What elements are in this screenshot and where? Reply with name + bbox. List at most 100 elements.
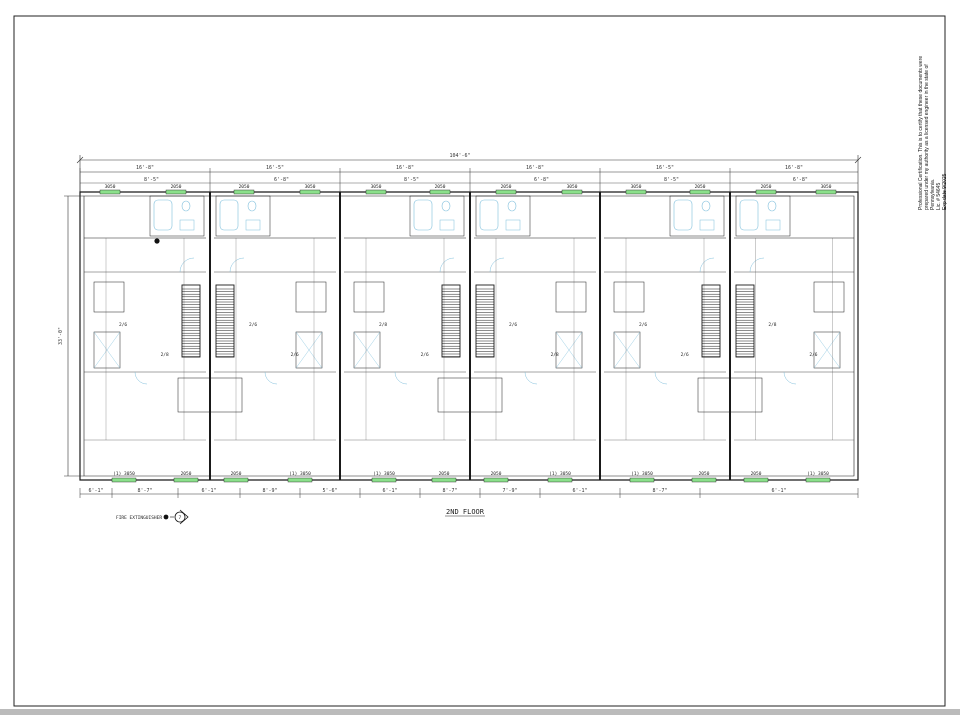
door-swing	[439, 257, 455, 273]
window-tag: 3050	[105, 184, 116, 190]
stairwell	[437, 284, 503, 413]
window	[429, 189, 451, 195]
building-outline	[79, 191, 859, 481]
window-tag: 2050	[171, 184, 182, 190]
closet	[555, 281, 587, 313]
unit-width-label: 16'-8"	[785, 165, 803, 171]
closet-x	[93, 331, 121, 369]
window-tag: 2050	[695, 184, 706, 190]
sink-fixture	[179, 219, 195, 231]
window-tag: 2050	[491, 471, 502, 477]
window	[299, 189, 321, 195]
depth-dimension	[64, 195, 84, 477]
toilet-fixture	[701, 200, 711, 212]
window	[365, 189, 387, 195]
window-tag: (1) 3050	[113, 471, 135, 477]
closet-x	[613, 331, 641, 369]
door-tag: 2/6	[421, 352, 429, 358]
closet-x	[353, 331, 381, 369]
window-tag: (1) 3050	[289, 471, 311, 477]
sink-fixture	[505, 219, 521, 231]
rear-windows: (1) 3050 2050 2050 (1) 3050 (1) 3050 2050 2050…	[111, 471, 831, 483]
unit-dimension-chain: 16'-8"16'-5"16'-8"16'-8"16'-5"16'-8"	[79, 165, 858, 196]
cert-line: Exp date 9/2025	[942, 173, 948, 210]
door-tag: 2/8	[551, 352, 559, 358]
door-swing	[524, 371, 538, 385]
bottom-dimension-chain: 6'-1"8'-7"6'-1"8'-9"5'-6"6'-1"8'-7"7'-9"…	[79, 488, 859, 498]
door-tag: 2/8	[161, 352, 169, 358]
window	[691, 477, 717, 483]
window	[495, 189, 517, 195]
bathroom	[215, 195, 271, 237]
stair-run	[701, 284, 721, 358]
stair-run	[735, 284, 755, 358]
window	[431, 477, 457, 483]
sink-fixture	[439, 219, 455, 231]
bathroom	[669, 195, 725, 237]
door-tag: 2/6	[639, 322, 647, 328]
toilet-fixture	[247, 200, 257, 212]
unit-width-label: 16'-5"	[656, 165, 674, 171]
window	[99, 189, 121, 195]
toilet-fixture	[181, 200, 191, 212]
window	[111, 477, 137, 483]
top-chain-label: 8'-5"	[144, 177, 159, 183]
door-swing	[134, 371, 148, 385]
door-swing	[264, 371, 278, 385]
window-tag: 2050	[231, 471, 242, 477]
window	[629, 477, 655, 483]
unit: 2/6 2/8	[84, 192, 211, 480]
top-dimension-chain: 8'-5"6'-8"8'-5"6'-8"8'-5"6'-8"	[80, 177, 858, 184]
closet-x	[555, 331, 583, 369]
bottom-chain-label: 5'-6"	[322, 488, 337, 494]
door-tag: 2/6	[509, 322, 517, 328]
toilet-fixture	[507, 200, 517, 212]
window	[287, 477, 313, 483]
unit: 2/62/6	[214, 192, 341, 480]
tub-fixture	[479, 199, 499, 231]
stair-run	[181, 284, 201, 358]
closet-x	[813, 331, 841, 369]
window-tag: (1) 3050	[373, 471, 395, 477]
closet	[353, 281, 385, 313]
unit-width-label: 16'-5"	[266, 165, 284, 171]
door-tag: 2/8	[768, 322, 776, 328]
sink-fixture	[245, 219, 261, 231]
window-tag: (1) 3050	[807, 471, 829, 477]
legend-label: FIRE EXTINGUISHER	[116, 515, 162, 521]
window-tag: 3050	[821, 184, 832, 190]
window-tag: (1) 3050	[549, 471, 571, 477]
door-tag: 2/6	[119, 322, 127, 328]
closet-x	[295, 331, 323, 369]
window	[689, 189, 711, 195]
door-tag: 2/6	[291, 352, 299, 358]
stair-run	[441, 284, 461, 358]
reference-tag-icon	[174, 511, 186, 523]
closet	[813, 281, 845, 313]
window-tag: 3050	[371, 184, 382, 190]
bottom-chain-label: 6'-1"	[572, 488, 587, 494]
unit: 2/6 2/8	[474, 192, 601, 480]
bottom-chain-label: 6'-1"	[771, 488, 786, 494]
bathroom	[735, 195, 791, 237]
sink-fixture	[699, 219, 715, 231]
window-tag: 2050	[751, 471, 762, 477]
door-tag: 2/8	[379, 322, 387, 328]
door-swing	[394, 371, 408, 385]
window	[223, 477, 249, 483]
bottom-chain-label: 8'-7"	[442, 488, 457, 494]
unit: 2/62/6	[604, 192, 731, 480]
tub-fixture	[739, 199, 759, 231]
unit-width-label: 16'-8"	[526, 165, 544, 171]
door-swing	[179, 257, 195, 273]
bottom-chain-label: 8'-7"	[137, 488, 152, 494]
bottom-chain-label: 6'-1"	[88, 488, 103, 494]
window-tag: 2050	[761, 184, 772, 190]
window-tag: (1) 3050	[631, 471, 653, 477]
unit-width-label: 16'-8"	[136, 165, 154, 171]
closet	[295, 281, 327, 313]
window-tag: 2050	[699, 471, 710, 477]
top-chain-label: 6'-8"	[534, 177, 549, 183]
window-tag: 3050	[305, 184, 316, 190]
